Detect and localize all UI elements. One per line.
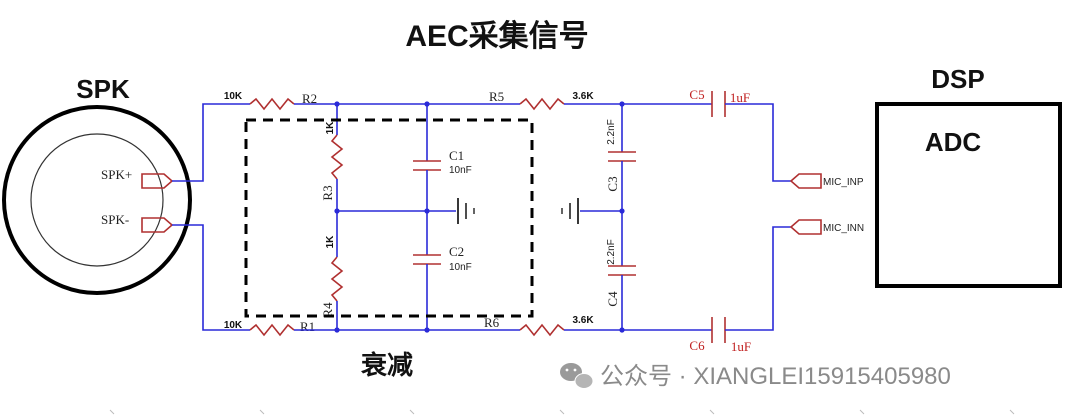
r5-ref: R5 <box>489 89 504 104</box>
mic-inp-port <box>789 173 822 189</box>
wire-spk-plus <box>172 103 250 182</box>
resistor-r1 <box>249 323 295 337</box>
c6-value: 1uF <box>731 339 751 354</box>
r3-value: 1K <box>325 121 336 135</box>
spk-label: SPK <box>76 74 130 104</box>
resistor-r2 <box>249 97 295 111</box>
dsp-label: DSP <box>931 64 984 94</box>
c5-value: 1uF <box>730 90 750 105</box>
r4-value: 1K <box>325 235 336 249</box>
r6-ref: R6 <box>484 315 500 330</box>
spk-minus-terminal <box>141 217 174 233</box>
c4-value: 2.2nF <box>606 239 617 265</box>
r2-ref: R2 <box>302 91 317 106</box>
resistor-r4 <box>330 256 344 302</box>
wire-c6-mic-inn <box>725 226 791 331</box>
r2-value: 10K <box>224 91 243 102</box>
mic-inn-label: MIC_INN <box>823 223 864 234</box>
c6-ref: C6 <box>689 338 705 353</box>
speaker-inner-ring <box>30 133 164 267</box>
ground-icon <box>457 198 475 224</box>
resistor-r5 <box>519 97 565 111</box>
watermark-text: 公众号 · XIANGLEI15915405980 <box>600 363 951 390</box>
attenuation-box <box>244 118 534 318</box>
r4-ref: R4 <box>320 302 335 318</box>
wire-spk-minus <box>172 224 250 331</box>
dsp-box <box>875 102 1062 288</box>
c3-ref: C3 <box>605 176 620 191</box>
c1-ref: C1 <box>449 148 464 163</box>
c2-ref: C2 <box>449 244 464 259</box>
adc-label: ADC <box>925 127 982 157</box>
c2-value: 10nF <box>449 262 472 273</box>
spk-plus-label: SPK+ <box>101 167 132 182</box>
attenuation-label: 衰减 <box>360 350 413 380</box>
resistor-r3 <box>330 134 344 180</box>
spk-minus-label: SPK- <box>101 212 129 227</box>
r1-value: 10K <box>224 320 243 331</box>
wechat-icon <box>560 363 594 389</box>
mic-inp-label: MIC_INP <box>823 177 864 188</box>
wire-c5-mic-inp <box>725 103 791 182</box>
speaker-outer-ring <box>2 105 192 295</box>
c3-value: 2.2nF <box>606 119 617 145</box>
r6-value: 3.6K <box>572 315 594 326</box>
c4-ref: C4 <box>605 291 620 307</box>
bottom-ticks <box>109 409 1015 415</box>
diagram-title: AEC采集信号 <box>405 20 588 53</box>
c5-ref: C5 <box>689 87 704 102</box>
c1-value: 10nF <box>449 165 472 176</box>
mic-inn-port <box>789 219 822 235</box>
r3-ref: R3 <box>320 185 335 200</box>
resistor-r6 <box>519 323 565 337</box>
spk-plus-terminal <box>141 173 174 189</box>
r5-value: 3.6K <box>572 91 594 102</box>
r1-ref: R1 <box>300 319 315 334</box>
ground-icon <box>561 198 579 224</box>
